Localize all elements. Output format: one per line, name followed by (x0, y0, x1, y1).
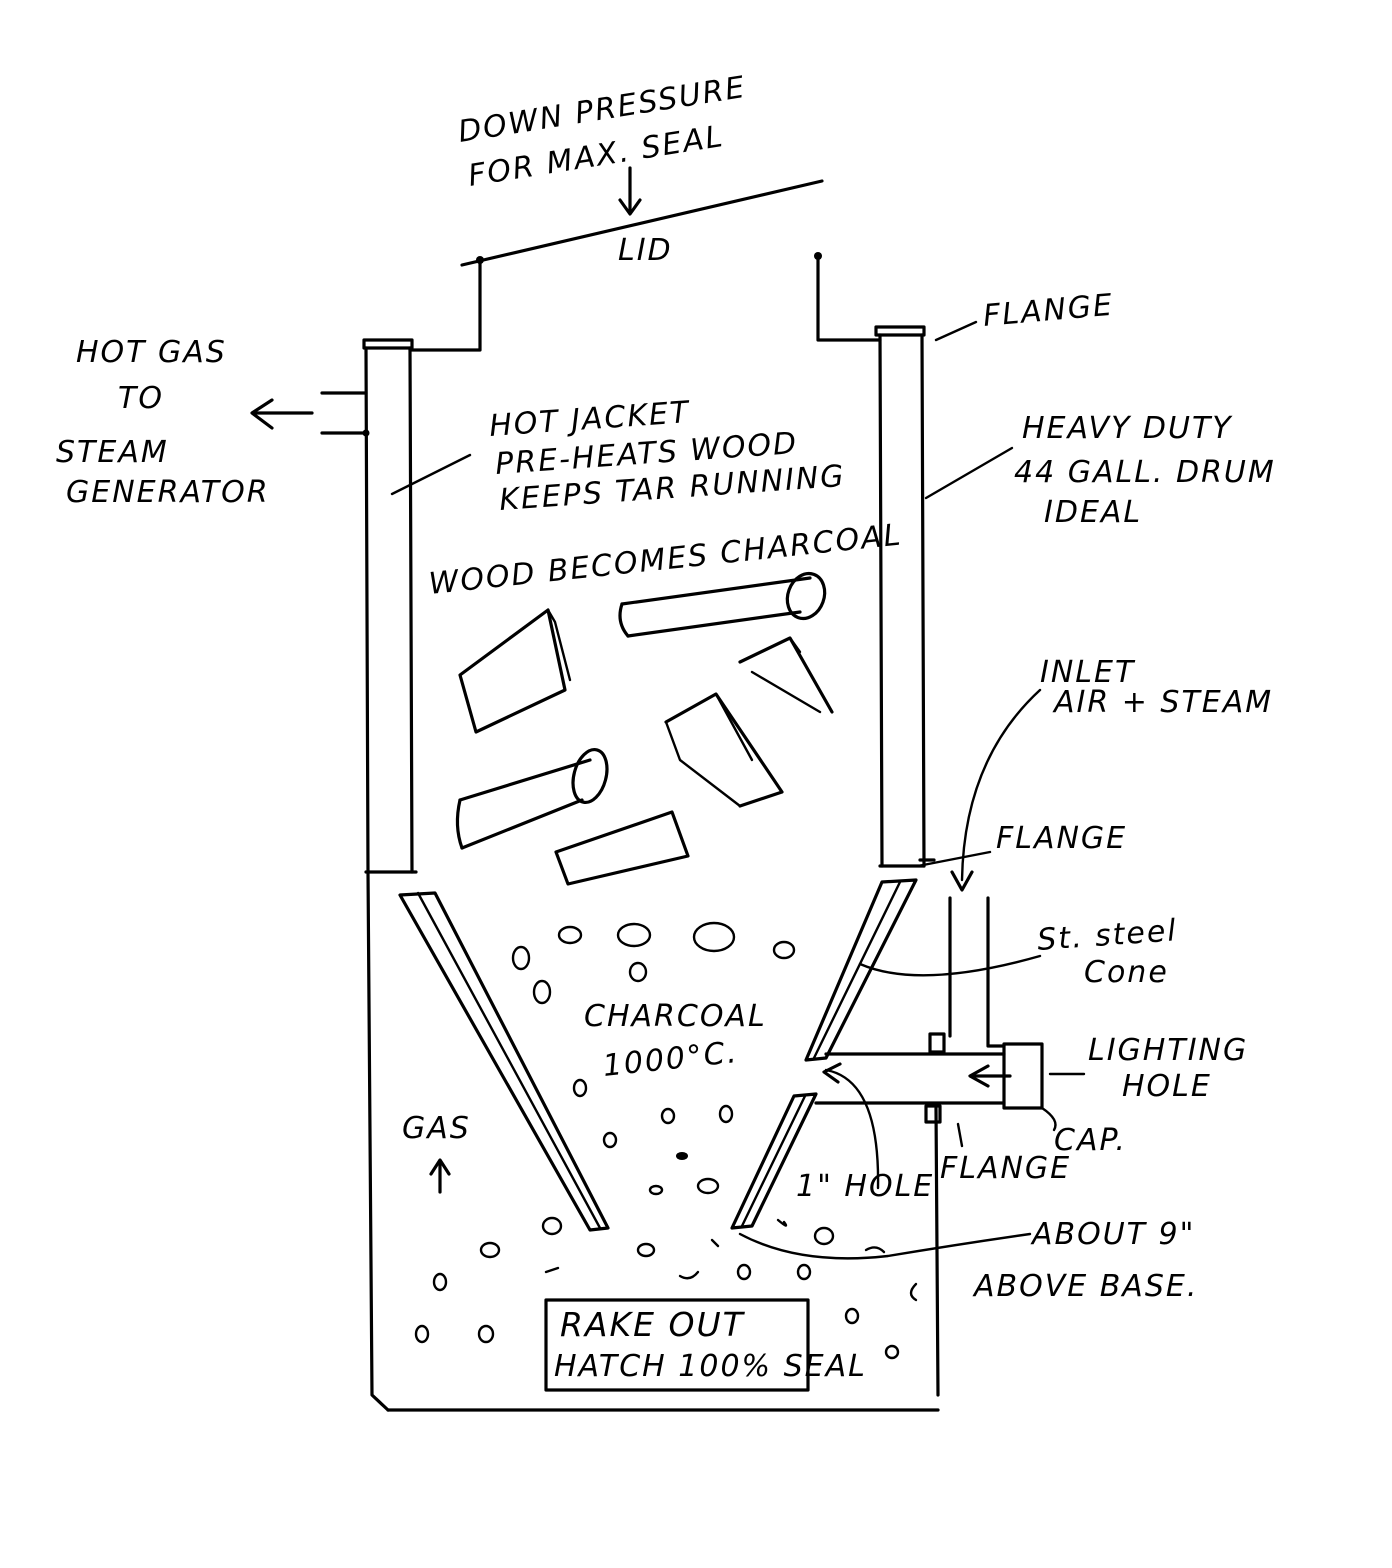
lower-cone-wall (730, 1092, 818, 1230)
label-gas: GAS (402, 1111, 471, 1146)
label-st-steel-2: Cone (1084, 955, 1169, 990)
label-wood-becomes: WOOD BECOMES CHARCOAL (427, 517, 904, 602)
leader-lines (390, 320, 1086, 1260)
label-heavy-duty-3: IDEAL (1044, 495, 1142, 530)
charcoal-lumps (414, 921, 918, 1360)
label-inlet-2: AIR + STEAM (1052, 685, 1273, 720)
wood-pieces (455, 571, 834, 886)
left-arrow-icon (250, 398, 314, 430)
label-about-1: ABOUT 9" (1030, 1217, 1195, 1252)
lid (460, 179, 824, 267)
label-hot-gas-4: GENERATOR (66, 475, 270, 510)
label-flange-mid: FLANGE (996, 821, 1127, 856)
label-lighting-1: LIGHTING (1088, 1033, 1248, 1068)
label-hot-gas-3: STEAM (56, 435, 169, 470)
rake-out-hatch (544, 1298, 810, 1392)
label-flange-top: FLANGE (982, 288, 1116, 334)
down-arrow-icon (618, 166, 642, 216)
label-charcoal-2: 1000°C. (601, 1035, 740, 1084)
right-cone-wall (804, 878, 918, 1062)
label-st-steel-1: St. steel (1036, 913, 1179, 958)
lighting-arrow-icon (968, 1064, 1012, 1088)
label-lighting-2: HOLE (1122, 1069, 1212, 1104)
label-inlet-1: INLET (1040, 655, 1136, 690)
outer-drum (366, 870, 940, 1412)
label-hot-gas-1: HOT GAS (76, 335, 227, 370)
label-hot-gas-2: TO (118, 381, 164, 416)
label-flange-low: FLANGE (940, 1151, 1071, 1186)
label-heavy-duty-1: HEAVY DUTY (1022, 411, 1233, 446)
label-cap: CAP. (1054, 1123, 1127, 1158)
left-cone-wall (398, 891, 610, 1232)
label-charcoal-1: CHARCOAL (584, 999, 767, 1034)
labels: DOWN PRESSURE FOR MAX. SEAL LID FLANGE H… (56, 70, 1276, 1384)
top-flanges (362, 325, 926, 350)
label-rake-1: RAKE OUT (560, 1305, 746, 1344)
label-heavy-duty-2: 44 GALL. DRUM (1014, 455, 1276, 490)
label-lid: LID (618, 233, 673, 268)
drum-neck (408, 254, 882, 352)
label-rake-2: HATCH 100% SEAL (554, 1349, 867, 1384)
up-arrow-icon (429, 1158, 451, 1194)
label-one-inch-hole: 1" HOLE (796, 1169, 934, 1204)
gas-outlet-pipe (320, 391, 370, 437)
label-about-2: ABOVE BASE. (972, 1269, 1198, 1304)
inlet-chamber (814, 858, 1006, 1124)
